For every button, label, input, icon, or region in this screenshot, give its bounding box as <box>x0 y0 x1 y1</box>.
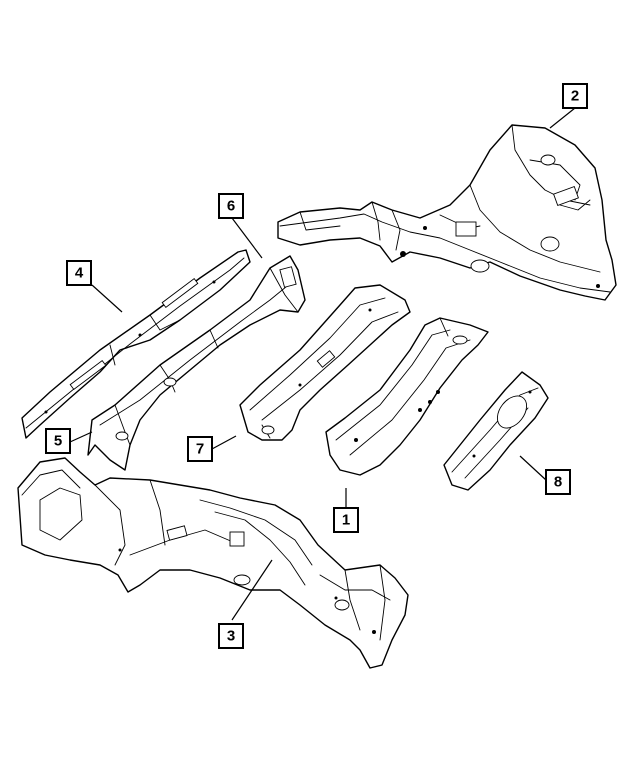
leader-lines <box>69 107 576 621</box>
callout-1: 1 <box>333 507 359 533</box>
leader-3 <box>231 559 273 621</box>
callout-3-label: 3 <box>227 628 235 645</box>
callout-5-label: 5 <box>54 433 62 450</box>
callout-7: 7 <box>187 436 213 462</box>
callout-6: 6 <box>218 193 244 219</box>
callout-5: 5 <box>45 428 71 454</box>
leader-6 <box>231 217 263 259</box>
callout-6-label: 6 <box>227 198 235 215</box>
callout-2: 2 <box>562 83 588 109</box>
leader-8 <box>519 455 547 481</box>
part-6-inner-rail <box>87 255 306 471</box>
callout-8: 8 <box>545 469 571 495</box>
part-1-center-crossmember <box>325 317 489 476</box>
callout-8-label: 8 <box>554 474 562 491</box>
leader-4 <box>91 284 123 313</box>
callout-7-label: 7 <box>196 441 204 458</box>
part-2-rear-rail-assembly <box>277 124 617 301</box>
callout-4-label: 4 <box>75 265 84 282</box>
leader-2 <box>549 107 576 129</box>
part-3-front-frame-assembly <box>17 457 409 669</box>
part-4-side-rail <box>21 249 251 439</box>
callout-3: 3 <box>218 623 244 649</box>
part-8-rear-crossmember <box>443 371 549 491</box>
callout-1-label: 1 <box>342 512 350 529</box>
callout-4: 4 <box>66 260 92 286</box>
part-7-floor-pan <box>239 284 411 441</box>
callout-2-label: 2 <box>571 88 579 105</box>
leader-7 <box>211 435 237 450</box>
leader-5 <box>69 431 93 443</box>
